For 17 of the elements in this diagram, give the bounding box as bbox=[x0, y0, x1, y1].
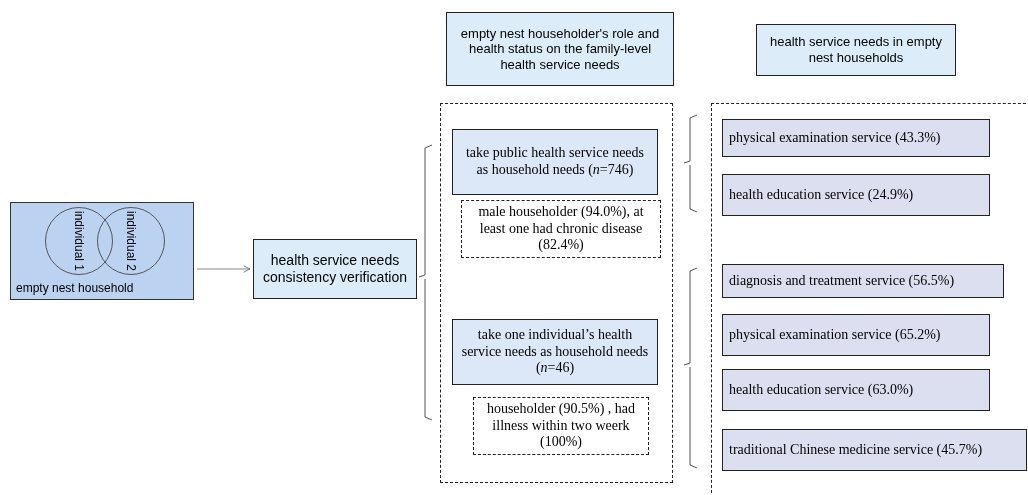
household-box bbox=[10, 202, 194, 300]
service-box: diagnosis and treatment service (56.5%) bbox=[722, 264, 1004, 298]
process-box: health service needs consistency verification bbox=[253, 239, 417, 299]
header-box: health service needs in empty nest households bbox=[756, 24, 956, 76]
note-box: householder (90.5%) , had illness within two weerk (100%) bbox=[473, 397, 649, 455]
note-box: male householder (94.0%), at least one had chronic disease (82.4%) bbox=[461, 200, 661, 258]
box-label: empty nest household bbox=[16, 281, 134, 295]
dashed-group-box bbox=[440, 103, 673, 483]
service-box: health education service (63.0%) bbox=[722, 369, 990, 411]
service-box: health education service (24.9%) bbox=[722, 174, 990, 216]
category-box: take one individual’s health service needs as household needs (n=46) bbox=[452, 319, 658, 385]
header-box: empty nest householder's role and health status on the family-level health service needs bbox=[446, 12, 674, 86]
dashed-group-box bbox=[711, 103, 1028, 495]
service-box: physical examination service (65.2%) bbox=[722, 314, 990, 356]
category-box: take public health service needs as household needs (n=746) bbox=[452, 129, 658, 195]
service-box: physical examination service (43.3%) bbox=[722, 119, 990, 157]
service-box: traditional Chinese medicine service (45.7%) bbox=[722, 429, 1027, 471]
